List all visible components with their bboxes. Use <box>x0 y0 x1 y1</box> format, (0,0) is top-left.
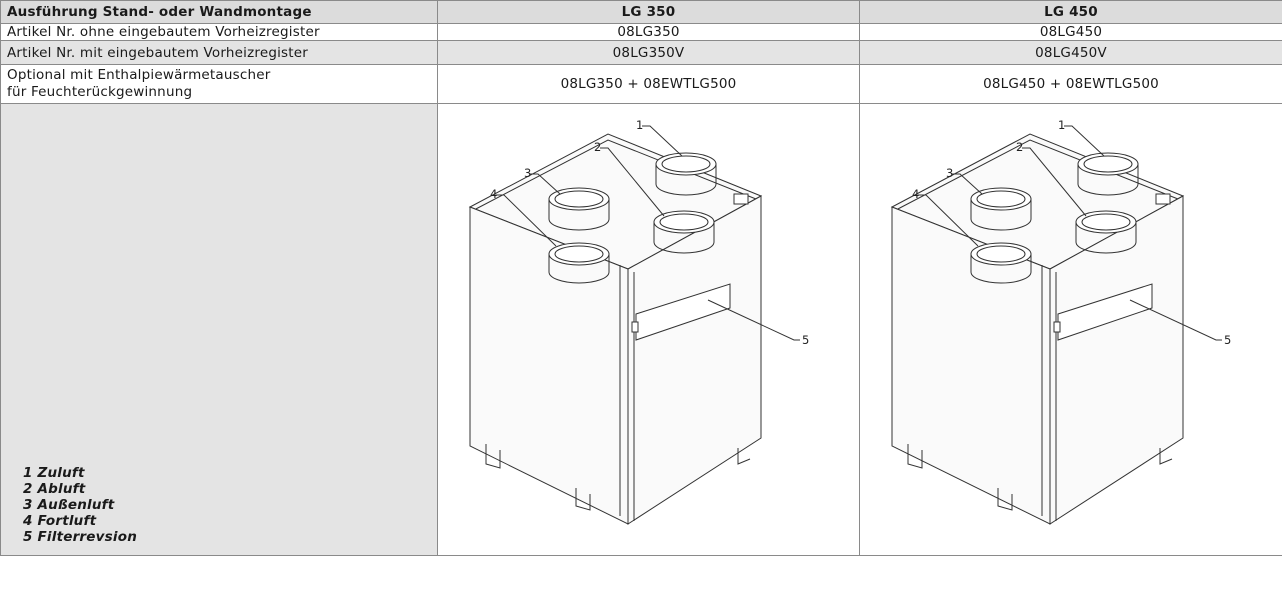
callout-labels: 1 2 3 4 5 <box>490 118 810 347</box>
legend-item: 2 Abluft <box>23 481 86 497</box>
lg350-drawing-cell: 1 2 3 4 5 <box>437 103 860 556</box>
callout-2: 2 <box>1016 140 1024 154</box>
callout-5: 5 <box>1224 333 1232 347</box>
article-number-lg450: 08LG450V <box>859 40 1282 65</box>
header-row: Ausführung Stand- oder Wandmontage LG 35… <box>0 0 1282 24</box>
legend-cell: 1 Zuluft 2 Abluft 3 Außenluft 4 Fortluft… <box>0 103 438 556</box>
article-number-lg350: 08LG350 <box>437 23 860 41</box>
table-row: Artikel Nr. ohne eingebautem Vorheizregi… <box>0 23 1282 41</box>
lg350-unit-drawing: 1 2 3 4 5 <box>468 118 810 525</box>
callout-5: 5 <box>802 333 810 347</box>
callout-1: 1 <box>1058 118 1066 132</box>
article-number-lg450: 08LG450 <box>859 23 1282 41</box>
lg450-unit-drawing: 1 2 3 4 5 <box>890 118 1232 525</box>
article-number-lg350: 08LG350 + 08EWTLG500 <box>437 64 860 104</box>
callout-4: 4 <box>912 187 920 201</box>
legend-item: 4 Fortluft <box>23 513 97 529</box>
row-label-line: Optional mit Enthalpiewärmetauscher <box>7 67 271 83</box>
callout-3: 3 <box>524 166 532 180</box>
lg450-drawing-cell: 1 2 3 4 5 <box>859 103 1282 556</box>
table-row: Optional mit Enthalpiewärmetauscher für … <box>0 64 1282 104</box>
header-lg450: LG 450 <box>859 0 1282 24</box>
legend-item: 5 Filterrevsion <box>23 529 137 545</box>
row-label-line: für Feuchterückgewinnung <box>7 84 193 100</box>
legend-item: 3 Außenluft <box>23 497 115 513</box>
callout-1: 1 <box>636 118 644 132</box>
table-row: Artikel Nr. mit eingebautem Vorheizregis… <box>0 40 1282 65</box>
legend: 1 Zuluft 2 Abluft 3 Außenluft 4 Fortluft… <box>23 465 137 545</box>
article-number-lg350: 08LG350V <box>437 40 860 65</box>
row-label: Artikel Nr. mit eingebautem Vorheizregis… <box>0 40 438 65</box>
callout-2: 2 <box>594 140 602 154</box>
legend-item: 1 Zuluft <box>23 465 85 481</box>
image-row: 1 Zuluft 2 Abluft 3 Außenluft 4 Fortluft… <box>0 103 1282 556</box>
header-lg350: LG 350 <box>437 0 860 24</box>
callout-4: 4 <box>490 187 498 201</box>
callout-3: 3 <box>946 166 954 180</box>
callout-labels: 1 2 3 4 5 <box>912 118 1232 347</box>
article-number-lg450: 08LG450 + 08EWTLG500 <box>859 64 1282 104</box>
spec-table: Ausführung Stand- oder Wandmontage LG 35… <box>0 0 1282 556</box>
row-label: Artikel Nr. ohne eingebautem Vorheizregi… <box>0 23 438 41</box>
row-label: Optional mit Enthalpiewärmetauscher für … <box>0 64 438 104</box>
header-model-variant: Ausführung Stand- oder Wandmontage <box>0 0 438 24</box>
